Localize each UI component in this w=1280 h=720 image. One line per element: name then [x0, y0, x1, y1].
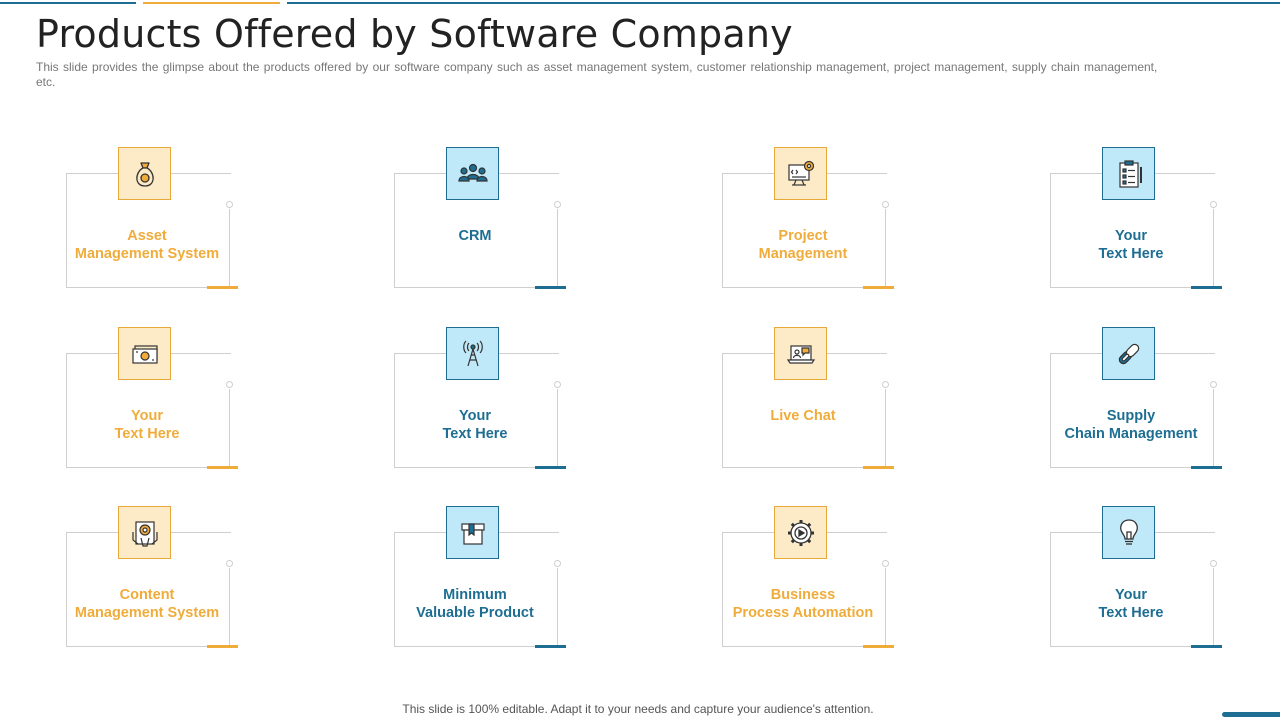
corner-accent-bar: [1222, 712, 1280, 717]
card-connector-dot: [554, 381, 561, 388]
card-label: Asset Management System: [74, 228, 220, 262]
card-accent-bar: [863, 645, 894, 648]
card-connector-dot: [554, 560, 561, 567]
card-connector: [557, 389, 558, 468]
monitor-gear-icon: [774, 147, 827, 200]
product-card: Asset Management System: [66, 147, 238, 303]
card-connector: [1213, 209, 1214, 288]
card-connector-dot: [226, 560, 233, 567]
card-label: Business Process Automation: [732, 587, 874, 621]
card-connector-dot: [226, 381, 233, 388]
card-label: Project Management: [758, 228, 848, 262]
clipboard-checklist-icon: [1102, 147, 1155, 200]
card-accent-bar: [535, 645, 566, 648]
money-bag-icon: [118, 147, 171, 200]
top-rule-right: [287, 2, 1280, 4]
card-accent-bar: [207, 645, 238, 648]
card-connector-dot: [1210, 560, 1217, 567]
card-accent-bar: [863, 466, 894, 469]
card-label: Supply Chain Management: [1064, 408, 1198, 442]
lightbulb-icon: [1102, 506, 1155, 559]
card-connector: [557, 209, 558, 288]
card-connector: [1213, 568, 1214, 647]
antenna-tower-icon: [446, 327, 499, 380]
card-label: Your Text Here: [1098, 587, 1164, 621]
card-connector-dot: [882, 381, 889, 388]
card-connector: [885, 568, 886, 647]
card-accent-bar: [535, 466, 566, 469]
product-card: Supply Chain Management: [1050, 327, 1222, 483]
product-card: Your Text Here: [394, 327, 566, 483]
card-accent-bar: [1191, 466, 1222, 469]
card-connector-dot: [1210, 201, 1217, 208]
card-accent-bar: [863, 286, 894, 289]
card-label: Your Text Here: [442, 408, 508, 442]
card-connector-dot: [882, 560, 889, 567]
card-connector: [885, 389, 886, 468]
card-accent-bar: [1191, 645, 1222, 648]
top-rule-left: [0, 2, 136, 4]
card-connector-dot: [226, 201, 233, 208]
card-connector-dot: [554, 201, 561, 208]
slide-footer: This slide is 100% editable. Adapt it to…: [402, 702, 874, 716]
card-accent-bar: [207, 286, 238, 289]
product-card: Project Management: [722, 147, 894, 303]
slide-subtitle: This slide provides the glimpse about th…: [36, 60, 1158, 89]
product-box-icon: [446, 506, 499, 559]
cash-icon: [118, 327, 171, 380]
card-connector: [885, 209, 886, 288]
product-card: Your Text Here: [1050, 147, 1222, 303]
group-icon: [446, 147, 499, 200]
card-connector: [229, 389, 230, 468]
card-label: CRM: [458, 228, 492, 244]
card-label: Your Text Here: [114, 408, 180, 442]
slide-title: Products Offered by Software Company: [36, 12, 793, 56]
laptop-chat-icon: [774, 327, 827, 380]
card-label: Your Text Here: [1098, 228, 1164, 262]
card-connector-dot: [1210, 381, 1217, 388]
gear-play-icon: [774, 506, 827, 559]
card-connector: [557, 568, 558, 647]
card-connector: [229, 209, 230, 288]
product-card: Content Management System: [66, 506, 238, 662]
card-connector-dot: [882, 201, 889, 208]
card-label: Content Management System: [74, 587, 220, 621]
card-label: Minimum Valuable Product: [416, 587, 534, 621]
tablet-gear-icon: [118, 506, 171, 559]
product-card: CRM: [394, 147, 566, 303]
chain-link-icon: [1102, 327, 1155, 380]
top-rule-accent: [143, 2, 280, 4]
product-card: Your Text Here: [1050, 506, 1222, 662]
card-connector: [1213, 389, 1214, 468]
card-accent-bar: [207, 466, 238, 469]
product-card: Business Process Automation: [722, 506, 894, 662]
card-accent-bar: [535, 286, 566, 289]
card-label: Live Chat: [770, 408, 836, 424]
card-connector: [229, 568, 230, 647]
product-card: Live Chat: [722, 327, 894, 483]
card-accent-bar: [1191, 286, 1222, 289]
product-card: Your Text Here: [66, 327, 238, 483]
product-card: Minimum Valuable Product: [394, 506, 566, 662]
